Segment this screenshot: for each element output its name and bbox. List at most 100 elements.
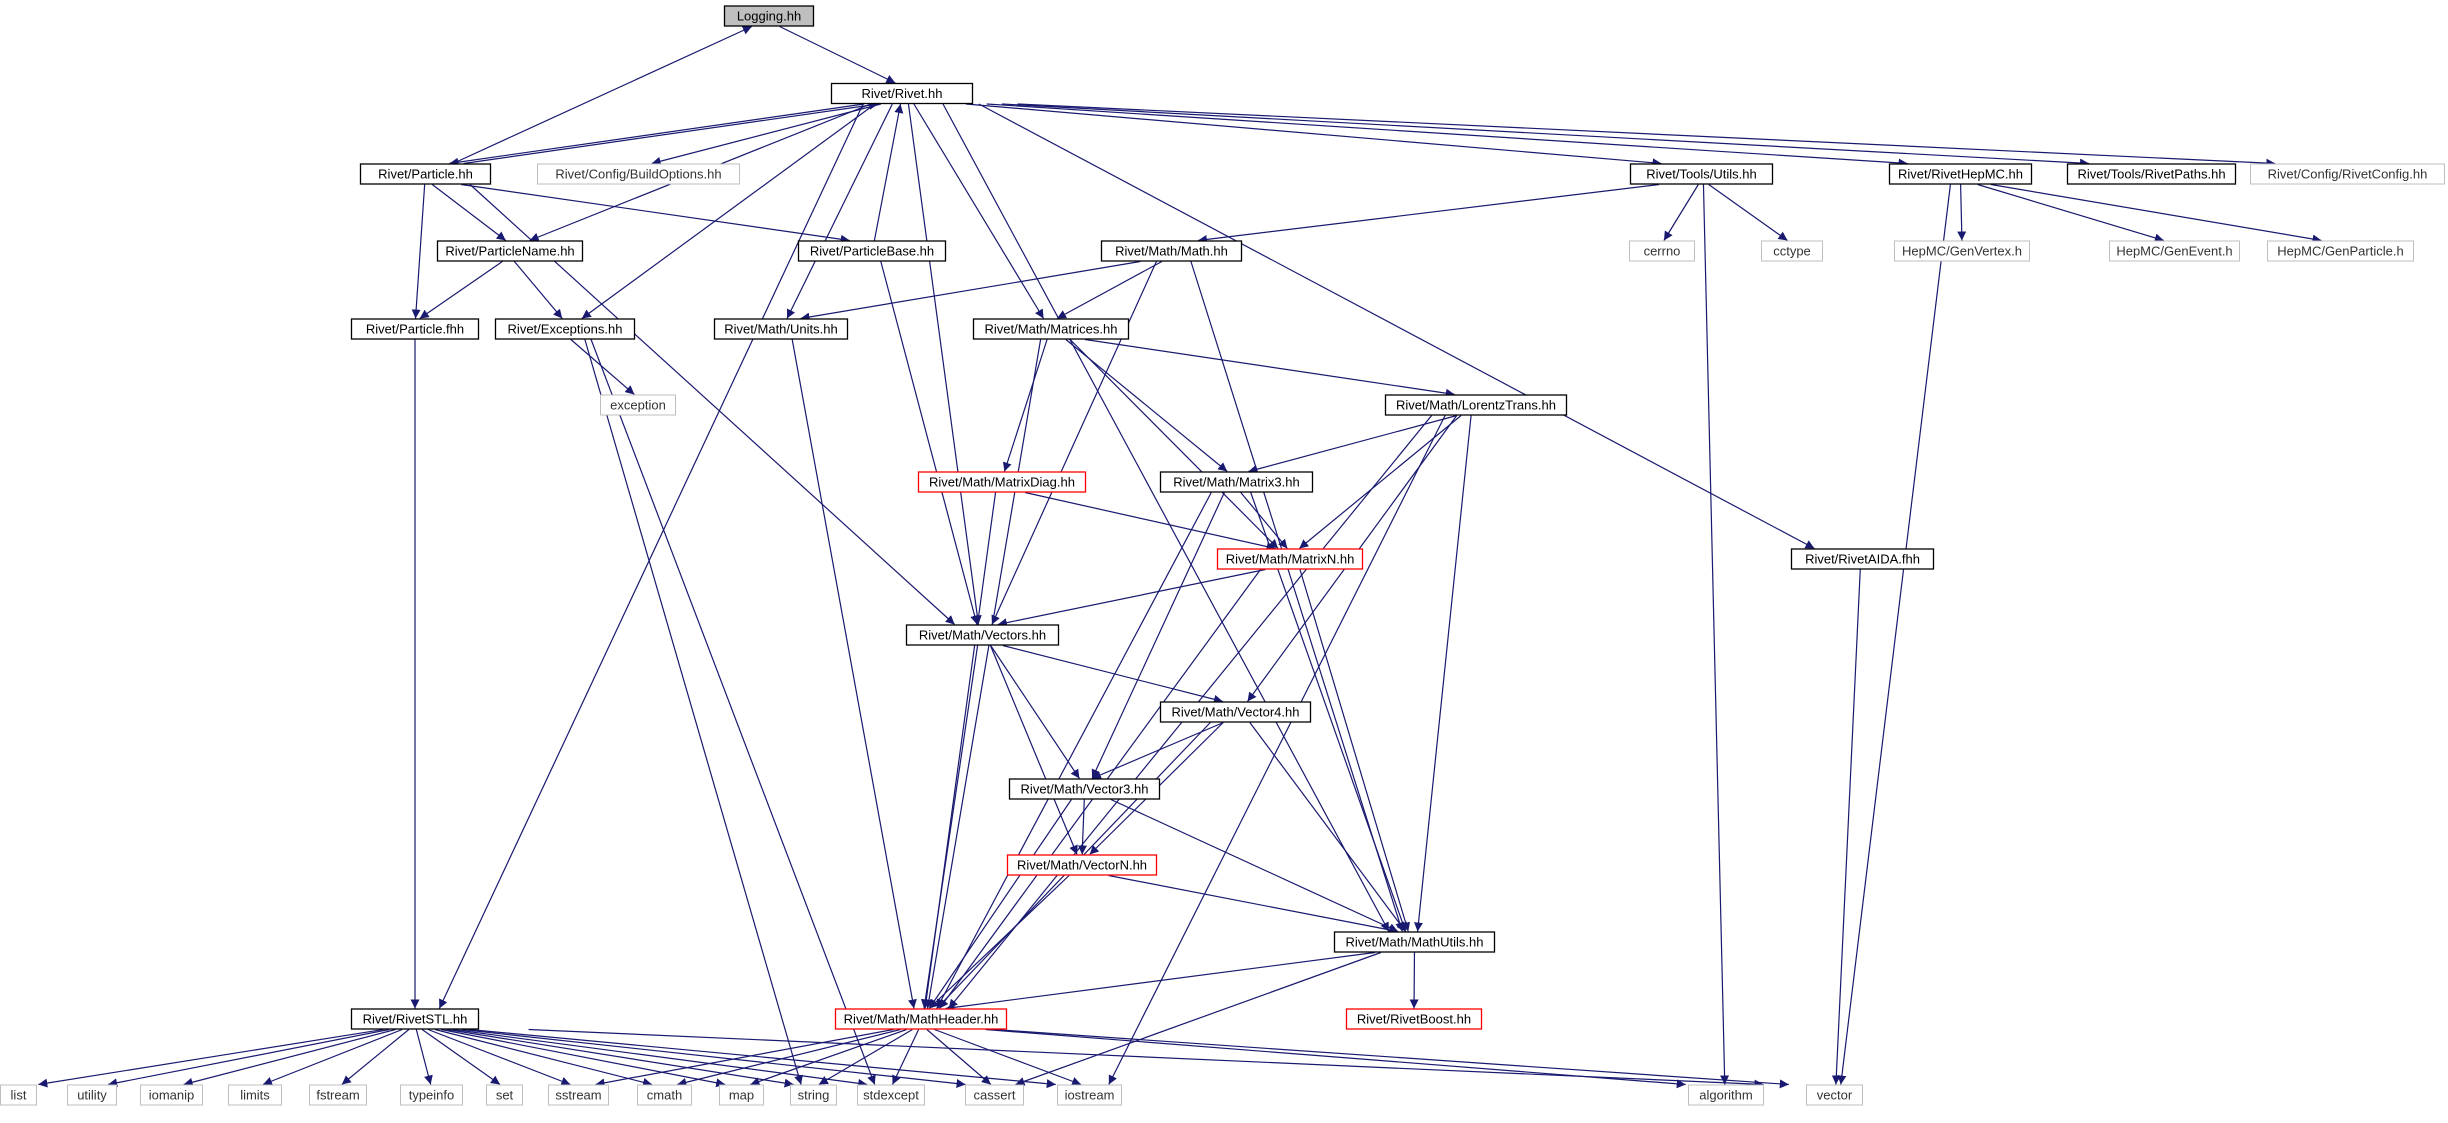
edge-lorentz-to-matrixn — [1298, 415, 1462, 549]
node-particlefhh[interactable]: Rivet/Particle.fhh — [350, 318, 480, 340]
node-rivetstl[interactable]: Rivet/RivetSTL.hh — [350, 1008, 480, 1030]
node-toolsutils[interactable]: Rivet/Tools/Utils.hh — [1629, 163, 1774, 185]
node-matrices[interactable]: Rivet/Math/Matrices.hh — [972, 318, 1130, 340]
node-vector3[interactable]: Rivet/Math/Vector3.hh — [1008, 778, 1161, 800]
node-particlename-box — [436, 240, 584, 262]
node-genvertex: HepMC/GenVertex.h — [1894, 240, 2030, 262]
edge-vectors-to-mathheader — [920, 645, 979, 1009]
node-particle-box — [359, 163, 492, 185]
node-vectorn-box — [1006, 854, 1158, 876]
edge-exceptions-to-exception — [570, 339, 635, 395]
node-algorithm: algorithm — [1688, 1084, 1764, 1106]
node-rivetaida[interactable]: Rivet/RivetAIDA.fhh — [1790, 548, 1935, 570]
node-rivethepmc[interactable]: Rivet/RivetHepMC.hh — [1888, 163, 2033, 185]
edge-mathmath-to-matrices — [1056, 260, 1163, 320]
node-fstream: fstream — [309, 1084, 367, 1106]
edge-particle-to-logging — [452, 25, 753, 165]
node-particlebase[interactable]: Rivet/ParticleBase.hh — [797, 240, 947, 262]
node-set: set — [486, 1084, 523, 1106]
edge-units-to-mathheader — [791, 339, 917, 1009]
node-particlename-label: Rivet/ParticleName.hh — [445, 244, 574, 259]
node-particlebase-label: Rivet/ParticleBase.hh — [810, 244, 934, 259]
node-units-label: Rivet/Math/Units.hh — [724, 322, 837, 337]
edge-mathheader-to-stdexcept — [891, 1029, 920, 1085]
edge-rivet-to-matrices — [913, 103, 1045, 319]
node-list-box — [0, 1084, 37, 1106]
node-matrixdiag[interactable]: Rivet/Math/MatrixDiag.hh — [917, 471, 1087, 493]
node-exceptions[interactable]: Rivet/Exceptions.hh — [494, 318, 636, 340]
node-cctype: cctype — [1761, 240, 1823, 262]
node-exception-box — [600, 394, 676, 416]
node-rivetaida-box — [1790, 548, 1935, 570]
edge-particlename-to-exceptions — [513, 261, 563, 319]
node-matrix3[interactable]: Rivet/Math/Matrix3.hh — [1159, 471, 1314, 493]
edge-rivetstl-to-iomanip — [183, 1028, 396, 1087]
edge-particle-to-particlebase — [461, 183, 850, 244]
node-cctype-label: cctype — [1773, 244, 1811, 259]
node-buildopts-label: Rivet/Config/BuildOptions.hh — [555, 167, 721, 182]
edge-matrixdiag-to-matrixn — [1024, 491, 1276, 551]
node-exception: exception — [600, 394, 676, 416]
node-matrices-label: Rivet/Math/Matrices.hh — [985, 322, 1118, 337]
node-rivetpaths[interactable]: Rivet/Tools/RivetPaths.hh — [2066, 163, 2237, 185]
node-iostream: iostream — [1057, 1084, 1122, 1106]
edge-rivet-to-rivethepmc — [986, 103, 1908, 168]
node-map-label: map — [729, 1088, 754, 1103]
node-utility: utility — [67, 1084, 117, 1106]
node-limits-box — [228, 1084, 282, 1106]
edge-rivetaida-to-vector — [1831, 569, 1861, 1085]
node-mathheader-box — [834, 1008, 1008, 1030]
node-algorithm-box — [1688, 1084, 1764, 1106]
node-rivetboost[interactable]: Rivet/RivetBoost.hh — [1345, 1008, 1483, 1030]
node-sstream-label: sstream — [555, 1088, 601, 1103]
node-lorentz[interactable]: Rivet/Math/LorentzTrans.hh — [1384, 394, 1568, 416]
edge-toolsutils-to-cerrno — [1663, 184, 1699, 241]
node-matrixn-box — [1216, 548, 1364, 570]
edge-vector4-to-vector3 — [1091, 721, 1224, 780]
node-vector3-label: Rivet/Math/Vector3.hh — [1021, 782, 1149, 797]
edge-matrices-to-mathheader — [924, 339, 1042, 1009]
node-matrixdiag-box — [917, 471, 1087, 493]
node-genevent-label: HepMC/GenEvent.h — [2116, 244, 2232, 259]
node-limits: limits — [228, 1084, 282, 1106]
node-mathmath-box — [1100, 240, 1243, 262]
node-mathutils[interactable]: Rivet/Math/MathUtils.hh — [1333, 931, 1496, 953]
edge-mathheader-to-string — [818, 1028, 913, 1086]
edge-toolsutils-to-mathmath — [1197, 183, 1660, 244]
node-vector4[interactable]: Rivet/Math/Vector4.hh — [1159, 701, 1312, 723]
node-particlename[interactable]: Rivet/ParticleName.hh — [436, 240, 584, 262]
node-vector-label: vector — [1817, 1088, 1853, 1103]
node-logging-box — [723, 5, 815, 27]
node-particle[interactable]: Rivet/Particle.hh — [359, 163, 492, 185]
node-rivetconfig-label: Rivet/Config/RivetConfig.hh — [2268, 167, 2428, 182]
node-cerrno-label: cerrno — [1644, 244, 1681, 259]
edge-mathmath-to-vectors — [991, 261, 1157, 625]
edges-layer — [38, 25, 2322, 1089]
node-vectors[interactable]: Rivet/Math/Vectors.hh — [905, 624, 1060, 646]
edge-mathheader-to-cassert — [926, 1029, 992, 1085]
edge-rivetstl-to-string — [446, 1028, 794, 1088]
node-vectorn[interactable]: Rivet/Math/VectorN.hh — [1006, 854, 1158, 876]
node-mathheader[interactable]: Rivet/Math/MathHeader.hh — [834, 1008, 1008, 1030]
edge-rivetstl-to-cmath — [434, 1028, 653, 1087]
node-vectors-box — [905, 624, 1060, 646]
edge-rivethepmc-to-vector — [1837, 184, 1952, 1085]
node-rivetboost-box — [1345, 1008, 1483, 1030]
node-matrixn[interactable]: Rivet/Math/MatrixN.hh — [1216, 548, 1364, 570]
edge-matrixn-to-vectors — [997, 568, 1266, 628]
edge-rivetstl-to-limits — [262, 1028, 403, 1086]
edge-vector3-to-vectorn — [1077, 799, 1087, 855]
node-vector: vector — [1806, 1084, 1863, 1106]
node-set-box — [486, 1084, 523, 1106]
node-mathmath[interactable]: Rivet/Math/Math.hh — [1100, 240, 1243, 262]
node-logging[interactable]: Logging.hh — [723, 5, 815, 27]
edge-mathheader-to-cmath — [677, 1028, 901, 1087]
edge-rivet-to-buildopts — [651, 103, 882, 166]
node-logging-label: Logging.hh — [737, 9, 801, 24]
node-rivet[interactable]: Rivet/Rivet.hh — [830, 82, 974, 105]
node-units[interactable]: Rivet/Math/Units.hh — [713, 318, 849, 340]
node-particle-label: Rivet/Particle.hh — [378, 167, 473, 182]
node-units-box — [713, 318, 849, 340]
node-mathutils-box — [1333, 931, 1496, 953]
